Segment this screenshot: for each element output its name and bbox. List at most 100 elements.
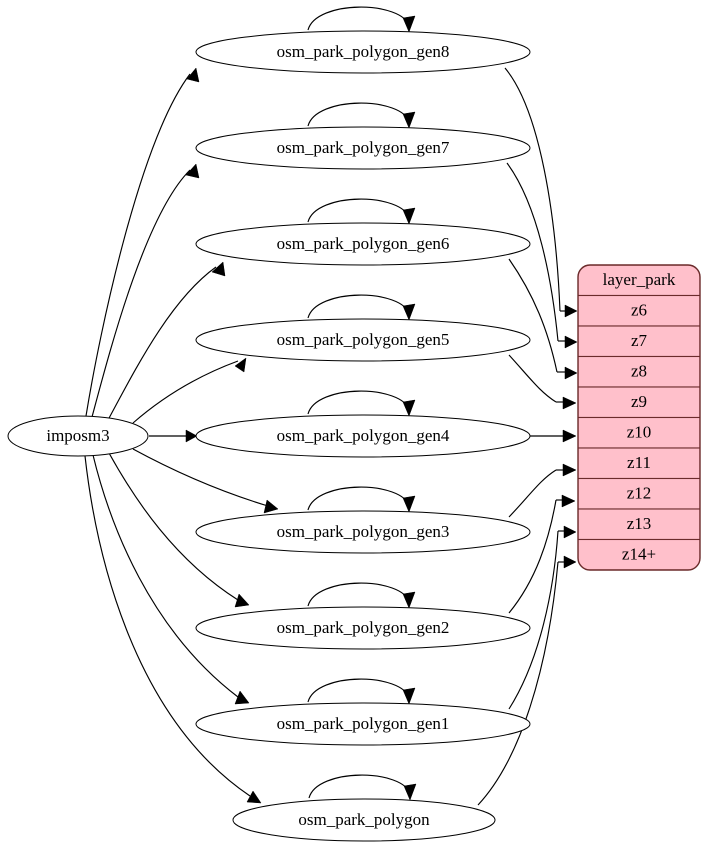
arrowhead-self-loop-osm_park_polygon_gen6 <box>402 207 416 225</box>
arrowhead-osm-park-polygon-z14 <box>563 555 577 569</box>
table-row-label: z6 <box>631 301 647 320</box>
edges-to-layer-park <box>477 67 578 806</box>
self-loop-osm_park_polygon_gen8 <box>307 6 411 31</box>
arrowhead-imposm3-gen3 <box>263 499 279 514</box>
label-osm_park_polygon_gen2: osm_park_polygon_gen2 <box>277 618 450 637</box>
self-loop-osm_park_polygon_gen5 <box>307 294 411 319</box>
edge-gen5-to-z9 <box>508 354 557 403</box>
arrowhead-gen5-z9 <box>562 396 577 410</box>
label-osm_park_polygon: osm_park_polygon <box>298 810 430 829</box>
label-osm_park_polygon_gen1: osm_park_polygon_gen1 <box>277 714 450 733</box>
self-loop-osm_park_polygon_gen3 <box>307 486 411 511</box>
ellipse-osm_park_polygon_gen4[interactable] <box>195 414 531 458</box>
table-row-cell[interactable] <box>578 355 700 388</box>
edge-gen8-to-z6 <box>504 67 561 312</box>
arrowhead-imposm3-gen6 <box>211 261 226 277</box>
nodes-layer: osm_park_polygon_gen8 osm_park_polygon_ge… <box>195 6 531 842</box>
table-row-cell[interactable] <box>578 447 700 480</box>
arrowhead-gen8-z6 <box>564 304 578 318</box>
ellipse-osm_park_polygon[interactable] <box>232 798 496 842</box>
arrowhead-gen4-z10 <box>562 429 577 443</box>
node-osm_park_polygon_gen6[interactable]: osm_park_polygon_gen6 <box>195 198 531 266</box>
ellipse-osm_park_polygon_gen8[interactable] <box>195 30 531 74</box>
table-row-label: z11 <box>627 453 651 472</box>
node-osm_park_polygon_gen8[interactable]: osm_park_polygon_gen8 <box>195 6 531 74</box>
edge-gen6-to-z8 <box>508 258 558 373</box>
ellipse-osm_park_polygon_gen7[interactable] <box>195 126 531 170</box>
table-row-label: z8 <box>631 362 647 381</box>
arrowhead-self-loop-osm_park_polygon_gen4 <box>402 399 416 417</box>
table-row-label: z7 <box>631 331 648 350</box>
source-node-group[interactable]: imposm3 <box>7 415 149 457</box>
edge-imposm3-to-gen2 <box>108 452 239 601</box>
node-osm_park_polygon_gen7[interactable]: osm_park_polygon_gen7 <box>195 102 531 170</box>
arrowhead-gen2-z12 <box>561 494 576 508</box>
arrowhead-self-loop-osm_park_polygon_gen1 <box>402 687 416 705</box>
label-osm_park_polygon_gen7: osm_park_polygon_gen7 <box>277 138 450 157</box>
ellipse-osm_park_polygon_gen1[interactable] <box>195 702 531 746</box>
ellipse-osm_park_polygon_gen6[interactable] <box>195 222 531 266</box>
ellipse-imposm3[interactable] <box>7 415 149 457</box>
self-loop-osm_park_polygon_gen2 <box>307 582 411 607</box>
arrowhead-gen7-z7 <box>564 335 578 349</box>
node-osm_park_polygon_gen3[interactable]: osm_park_polygon_gen3 <box>195 486 531 554</box>
ellipse-osm_park_polygon_gen3[interactable] <box>195 510 531 554</box>
arrowhead-imposm3-gen7 <box>185 163 200 179</box>
table-header-label: layer_park <box>603 270 676 289</box>
edge-imposm3-to-gen6 <box>107 266 217 421</box>
table-row-cell[interactable] <box>578 508 700 541</box>
arrowhead-imposm3-gen8 <box>186 67 200 83</box>
label-osm_park_polygon_gen3: osm_park_polygon_gen3 <box>277 522 450 541</box>
node-osm_park_polygon[interactable]: osm_park_polygon <box>232 774 496 842</box>
label-imposm3: imposm3 <box>46 426 109 445</box>
edge-gen3-to-z11 <box>508 469 557 518</box>
table-row-cell[interactable] <box>578 386 700 419</box>
node-osm_park_polygon_gen4[interactable]: osm_park_polygon_gen4 <box>195 390 531 458</box>
table-row-label: z9 <box>631 392 647 411</box>
edge-gen2-to-z12 <box>508 499 557 614</box>
node-osm_park_polygon_gen5[interactable]: osm_park_polygon_gen5 <box>195 294 531 362</box>
self-loop-osm_park_polygon_gen1 <box>307 678 411 703</box>
node-osm_park_polygon_gen1[interactable]: osm_park_polygon_gen1 <box>195 678 531 746</box>
edge-osm-park-polygon-to-z14 <box>477 561 559 806</box>
arrowhead-self-loop-osm_park_polygon_gen3 <box>402 495 416 513</box>
edge-gen7-to-z7 <box>506 162 559 342</box>
arrowhead-gen1-z13 <box>563 525 577 539</box>
table-row-label: z13 <box>627 514 652 533</box>
table-row-label: z10 <box>627 423 652 442</box>
arrowhead-gen6-z8 <box>564 366 578 380</box>
table-row-label: z14+ <box>622 545 656 564</box>
edge-imposm3-to-gen7 <box>91 169 191 418</box>
layer-park-table[interactable]: layer_park z6 z7 z8 z9 z10 z11 z12 z13 z14+ <box>577 264 701 571</box>
self-loop-osm_park_polygon_gen7 <box>307 102 411 127</box>
arrowhead-self-loop-osm_park_polygon_gen8 <box>402 15 416 33</box>
node-osm_park_polygon_gen2[interactable]: osm_park_polygon_gen2 <box>195 582 531 650</box>
label-osm_park_polygon_gen4: osm_park_polygon_gen4 <box>277 426 450 445</box>
arrowhead-self-loop-osm_park_polygon_gen5 <box>402 303 416 321</box>
arrowhead-imposm3-gen1 <box>234 690 250 705</box>
arrowhead-imposm3-osm-park-polygon <box>246 790 262 804</box>
arrowhead-self-loop-osm_park_polygon_gen7 <box>402 111 416 129</box>
edge-imposm3-to-gen3 <box>132 448 269 507</box>
edge-imposm3-to-gen1 <box>92 454 239 698</box>
label-osm_park_polygon_gen5: osm_park_polygon_gen5 <box>277 330 450 349</box>
label-osm_park_polygon_gen8: osm_park_polygon_gen8 <box>277 42 450 61</box>
arrowhead-self-loop-osm_park_polygon <box>403 783 417 801</box>
ellipse-osm_park_polygon_gen5[interactable] <box>195 318 531 362</box>
ellipse-osm_park_polygon_gen2[interactable] <box>195 606 531 650</box>
edge-imposm3-to-osm-park-polygon <box>84 455 251 797</box>
table-outer-border <box>577 264 701 571</box>
arrowhead-self-loop-osm_park_polygon_gen2 <box>402 591 416 609</box>
self-loop-osm_park_polygon_gen4 <box>307 390 411 415</box>
arrowhead-imposm3-gen5 <box>234 357 247 373</box>
table-row-label: z12 <box>627 484 652 503</box>
edge-imposm3-to-gen5 <box>132 360 239 424</box>
arrowhead-imposm3-gen2 <box>234 593 250 608</box>
edge-gen1-to-z13 <box>508 530 559 710</box>
self-loop-osm_park_polygon <box>308 774 412 799</box>
arrowhead-imposm3-gen4 <box>185 429 198 443</box>
edge-imposm3-to-gen8 <box>85 73 191 417</box>
self-loop-osm_park_polygon_gen6 <box>307 198 411 223</box>
table-row-cell[interactable] <box>578 538 700 571</box>
